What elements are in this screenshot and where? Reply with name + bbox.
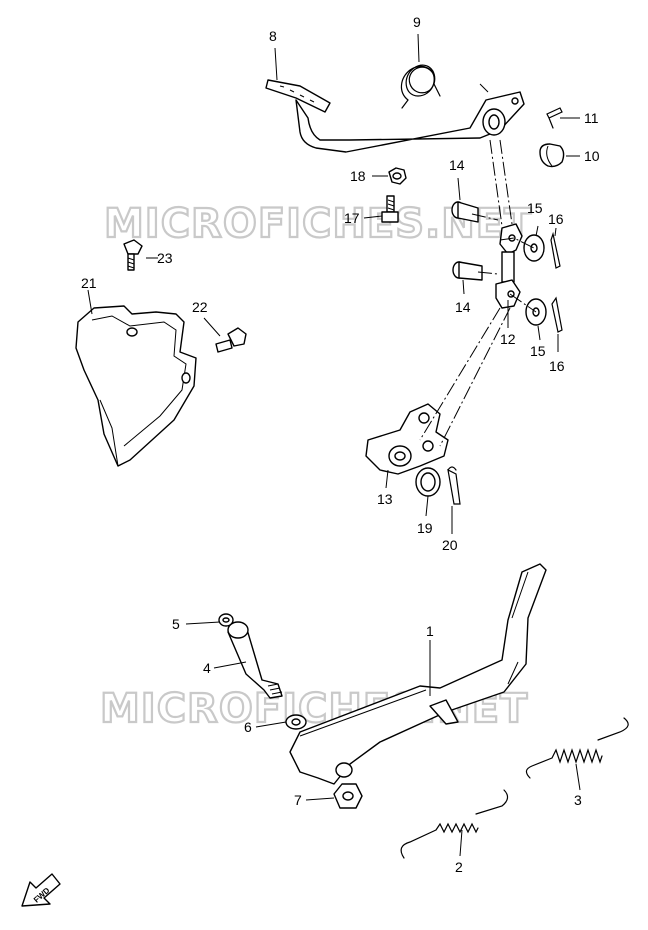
cotter-pin-20 xyxy=(447,466,461,505)
bolt-23 xyxy=(123,239,143,271)
bolt-17 xyxy=(381,195,399,223)
brake-pedal xyxy=(265,79,525,153)
part-label: 12 xyxy=(500,331,516,347)
part-label: 18 xyxy=(350,168,366,184)
part-number-labels: 8 9 11 10 18 14 17 15 16 23 21 22 14 12 … xyxy=(81,14,600,875)
part-label: 19 xyxy=(417,520,433,536)
part-label: 15 xyxy=(530,343,546,359)
part-label: 11 xyxy=(584,110,599,126)
part-label: 16 xyxy=(549,358,565,374)
pin-14-lower xyxy=(452,261,483,281)
part-label: 15 xyxy=(527,200,543,216)
lever-13 xyxy=(365,403,449,475)
part-label: 1 xyxy=(426,623,434,639)
cap-10 xyxy=(539,143,565,168)
pivot-bolt-4 xyxy=(227,621,283,699)
nut-5 xyxy=(218,613,234,627)
part-label: 21 xyxy=(81,275,97,291)
part-label: 16 xyxy=(548,211,564,227)
part-label: 2 xyxy=(455,859,463,875)
part-label: 13 xyxy=(377,491,393,507)
nut-7 xyxy=(333,783,363,809)
part-label: 3 xyxy=(574,792,582,808)
part-label: 20 xyxy=(442,537,458,553)
part-label: 17 xyxy=(344,210,360,226)
part-label: 8 xyxy=(269,28,277,44)
part-label: 22 xyxy=(192,299,208,315)
spring-2 xyxy=(400,789,509,859)
part-label: 23 xyxy=(157,250,173,266)
cotter-pin-11 xyxy=(546,107,563,129)
part-label: 9 xyxy=(413,14,421,30)
spring-3 xyxy=(525,717,629,779)
part-label: 5 xyxy=(172,616,180,632)
washer-19 xyxy=(415,467,441,497)
part-label: 10 xyxy=(584,148,600,164)
nut-18 xyxy=(388,167,407,185)
forward-direction-arrow-icon: FWD xyxy=(21,873,61,907)
leader-lines xyxy=(87,33,581,857)
bolt-22 xyxy=(215,327,247,353)
side-stand xyxy=(289,563,547,785)
part-label: 14 xyxy=(455,299,471,315)
brake-rod-12 xyxy=(495,223,523,309)
part-label: 7 xyxy=(294,792,302,808)
bracket-21 xyxy=(75,305,197,467)
washer-6 xyxy=(285,714,307,730)
cotter-pin-16-upper xyxy=(550,231,561,269)
pedal-return-spring xyxy=(400,64,441,109)
part-label: 14 xyxy=(449,157,465,173)
part-label: 6 xyxy=(244,719,252,735)
cotter-pin-16-lower xyxy=(551,296,563,333)
washer-15-upper xyxy=(523,234,545,262)
part-label: 4 xyxy=(203,660,211,676)
pin-14-upper xyxy=(451,201,479,223)
